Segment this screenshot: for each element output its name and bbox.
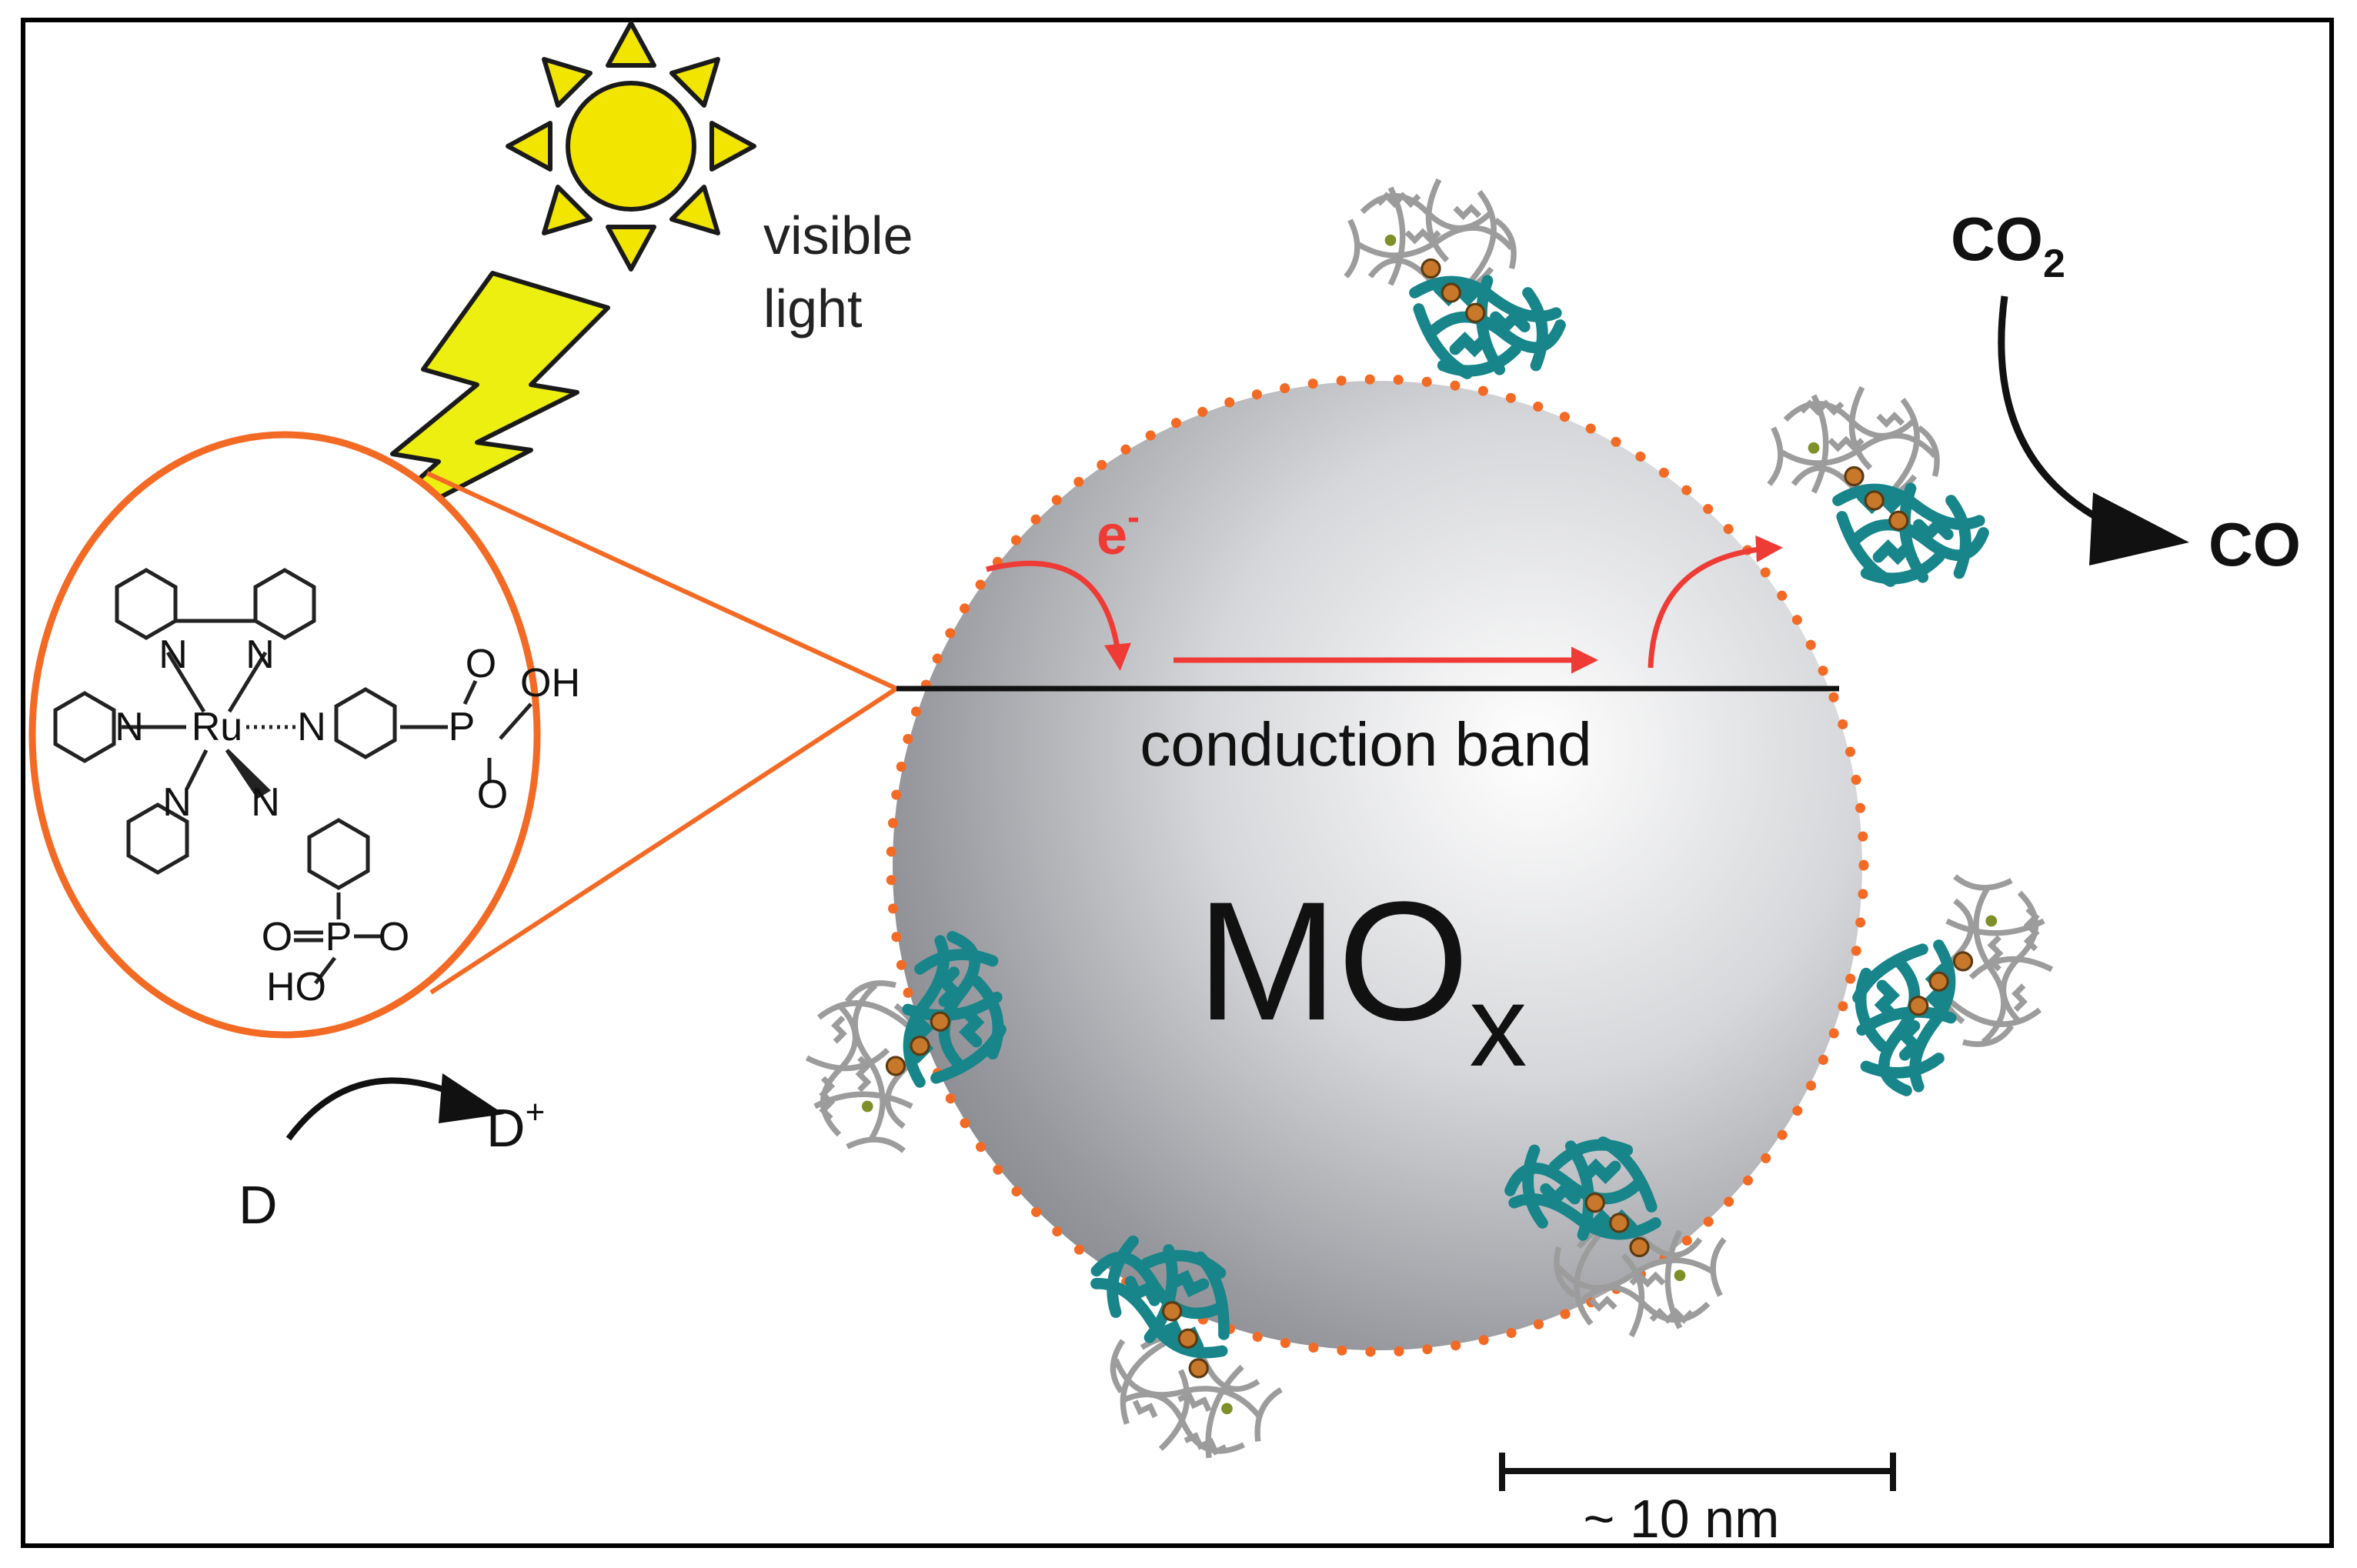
- donor-oxidized-label: D+: [486, 1093, 545, 1158]
- donor-arrow: [285, 1077, 463, 1141]
- atom-o4: O: [379, 915, 409, 959]
- visible-light-line-2: light: [763, 279, 862, 339]
- co2-reduction-arrowhead: [2089, 492, 2189, 565]
- atom-oh1: OH: [520, 661, 580, 706]
- atom-n1: N: [159, 632, 188, 677]
- atom-ru: Ru: [192, 705, 242, 749]
- visible-light-label: visible light: [763, 205, 928, 339]
- sensitizer-circle: [28, 431, 541, 1039]
- sun-icon: [506, 21, 756, 272]
- atom-p1: P: [449, 705, 476, 749]
- electron-injection-arrow: [986, 560, 1131, 671]
- zoom-lines: [426, 471, 898, 995]
- co2-reduction-arrow: [1998, 295, 2125, 535]
- scale-bar: [1499, 1453, 1896, 1491]
- conduction-band-label: conduction band: [1140, 710, 1591, 779]
- electron-transfer-to-enzyme-arrow: [1648, 535, 1783, 669]
- atom-n5: N: [162, 780, 192, 825]
- atom-o1: O: [466, 642, 496, 686]
- atom-ho: HO: [266, 965, 326, 1009]
- mox-surface-dots: [886, 374, 1869, 1357]
- atom-p2: P: [326, 915, 352, 959]
- atom-n6: N: [251, 780, 280, 825]
- atom-n3: N: [115, 705, 144, 749]
- scale-bar-label: ~ 10 nm: [1584, 1489, 1780, 1549]
- atom-n4: N: [297, 705, 326, 749]
- mox-label: MOx: [1197, 866, 1527, 1090]
- co2-label: CO2: [1951, 205, 2065, 286]
- visible-light-line-1: visible: [763, 205, 913, 265]
- co-label: CO: [2208, 510, 2301, 579]
- atom-n2: N: [245, 632, 275, 677]
- atom-o3: O: [262, 915, 292, 959]
- ru-complex-structure: N N N Ru N N N P O OH O O P O HO: [55, 570, 580, 1009]
- donor-label: D: [239, 1175, 278, 1235]
- donor-arrowhead: [439, 1073, 504, 1123]
- electron-label: e-: [1097, 497, 1140, 566]
- atom-o2: O: [477, 772, 508, 817]
- mox-particle: [893, 381, 1862, 1350]
